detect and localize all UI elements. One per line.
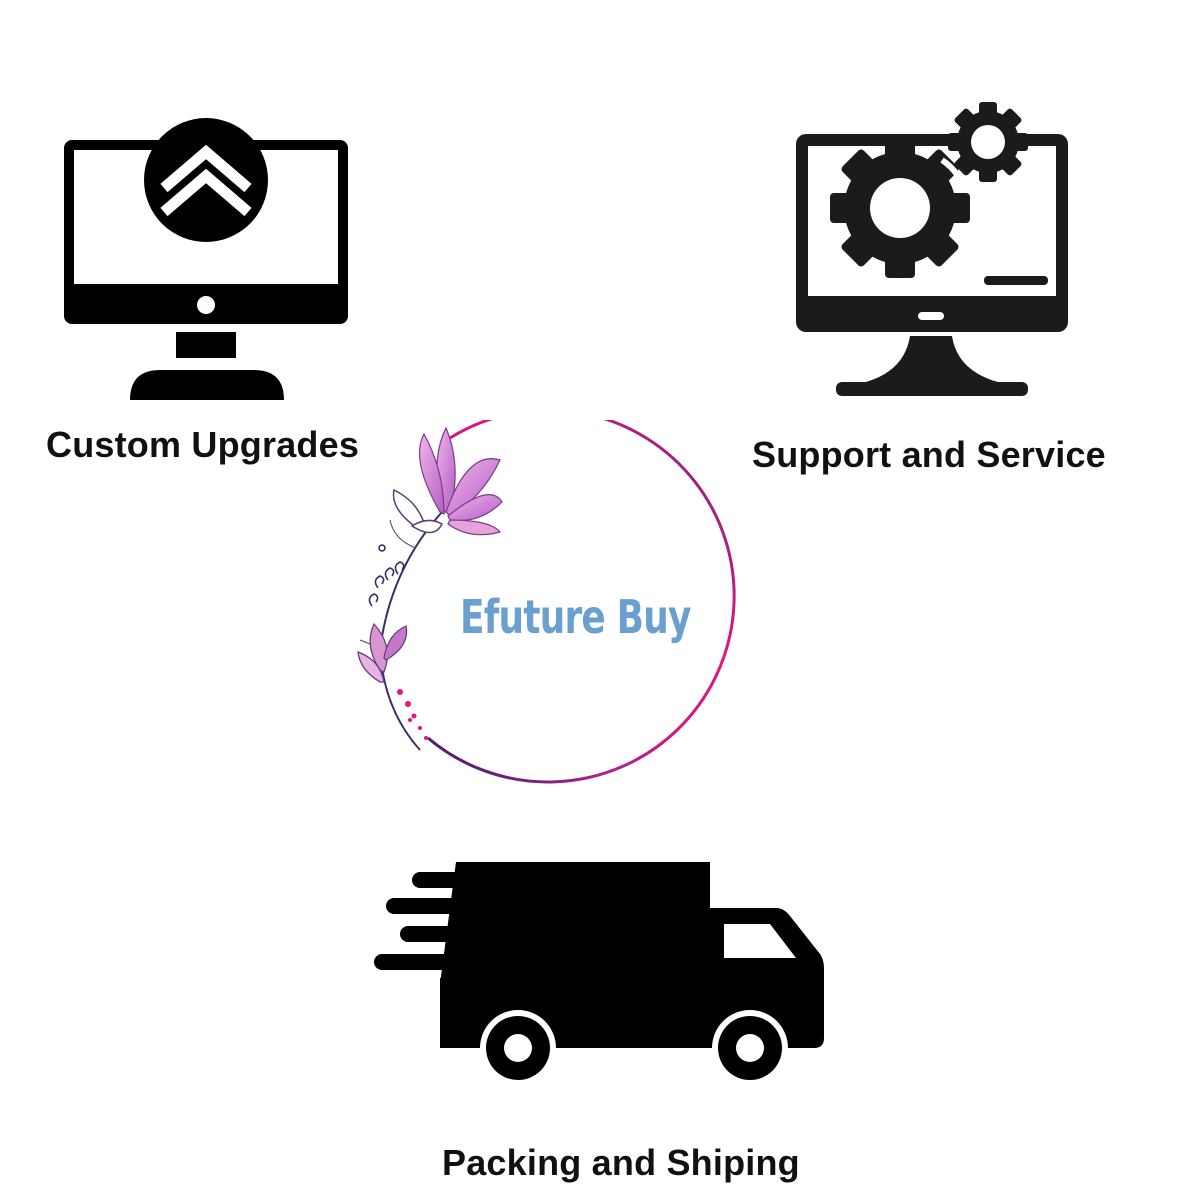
- monitor-upgrade-icon: [64, 118, 348, 400]
- brand-name: Efuture Buy: [460, 590, 691, 644]
- floral-ring-logo: [357, 420, 736, 784]
- delivery-truck-icon: [374, 862, 824, 1086]
- support-service-label: Support and Service: [752, 434, 1106, 475]
- custom-upgrades-label: Custom Upgrades: [46, 424, 360, 465]
- monitor-gear-icon: [796, 102, 1068, 396]
- packing-shipping-label: Packing and Shiping: [442, 1142, 800, 1183]
